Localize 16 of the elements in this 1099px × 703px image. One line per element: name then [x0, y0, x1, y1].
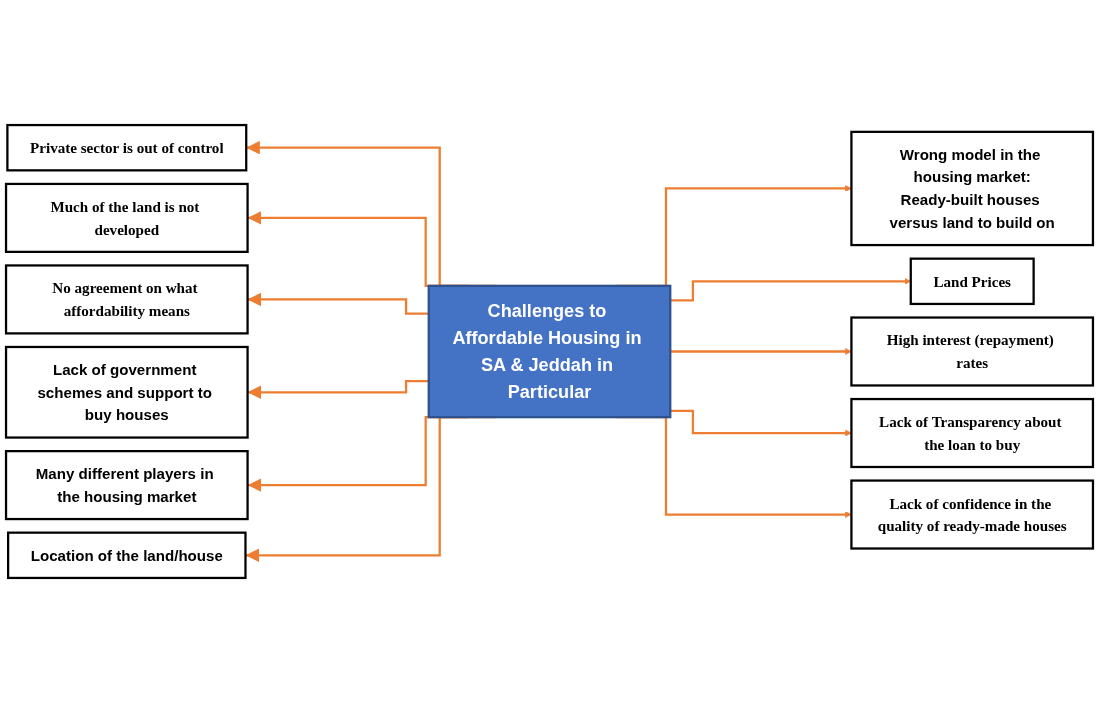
node-box: Many different players in the housing market: [4, 450, 249, 521]
node-box: No agreement on what affordability means: [4, 264, 249, 335]
node-box: Lack of Transparency about the loan to buy: [850, 397, 1095, 469]
node-box: Location of the land/house: [7, 531, 247, 580]
node-box: Private sector is out of control: [6, 123, 248, 172]
node-box: Land Prices: [909, 257, 1035, 306]
arrow: [247, 292, 429, 315]
arrow: [670, 409, 852, 437]
node-box: High interest (repayment) rates: [850, 316, 1095, 387]
node-box: Much of the land is not developed: [4, 182, 249, 253]
node-box: Lack of government schemes and support to buy houses: [4, 345, 249, 439]
node-box: Wrong model in the housing market: Ready-built houses versus land to build on: [850, 130, 1095, 247]
arrow: [247, 380, 429, 400]
node-box: Challenges to Affordable Housing in SA & Jeddah in Particular: [427, 284, 672, 419]
node-box: Lack of confidence in the quality of ready-made houses: [850, 479, 1095, 550]
arrow: [670, 348, 852, 355]
